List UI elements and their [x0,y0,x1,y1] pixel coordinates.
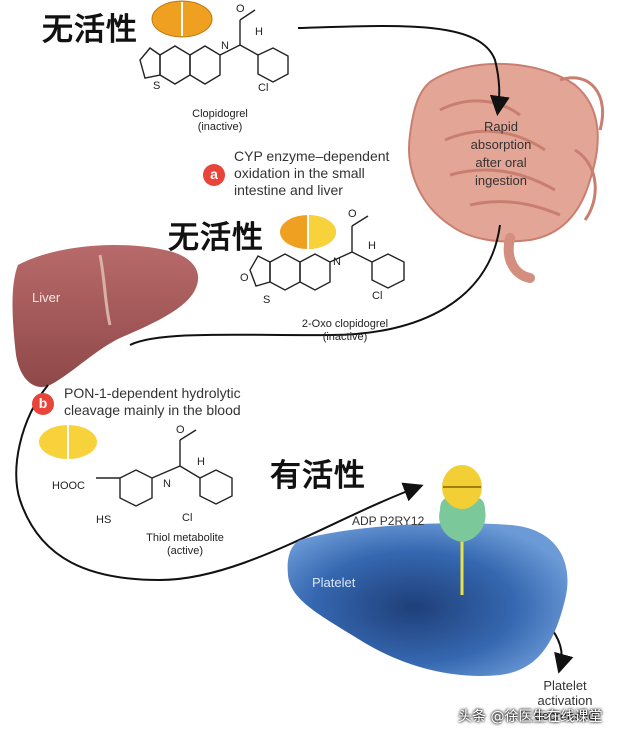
atom-hs: HS [96,514,112,526]
step-b-text: PON-1-dependent hydrolytic cleavage main… [64,385,304,419]
p2ry12-receptor [439,465,486,595]
atom-o-2: O [240,272,249,284]
compound-oxo: 2-Oxo clopidogrel (inactive) [285,318,405,344]
step-b-badge: b [32,393,54,415]
atom-n-1: N [221,40,229,52]
structure-oxo [249,215,405,291]
step-a-badge: a [203,164,225,186]
intestine-label: Rapid absorption after oral ingestion [456,118,546,190]
liver-graphic [12,245,199,387]
structure-thiol [96,429,233,507]
intestine-graphic [408,62,605,283]
watermark: 头条 @徐医生在线课堂 [458,709,603,725]
step-b-line2: cleavage mainly in the blood [64,402,241,418]
atom-cl-3: Cl [182,512,193,524]
intestine-line1: Rapid [484,119,518,134]
atom-h-2: H [368,240,376,252]
step-b-line1: PON-1-dependent hydrolytic [64,385,241,401]
inactive-label-2: 无活性 [168,220,264,256]
intestine-line3: after oral [475,155,527,170]
atom-o-1: O [236,3,245,15]
atom-h-3: H [197,456,205,468]
compound-clopidogrel-state: (inactive) [197,121,243,133]
step-a-line1: CYP enzyme–dependent [234,148,390,164]
liver-label: Liver [32,290,61,305]
atom-h-1: H [255,26,263,38]
inactive-label-1: 无活性 [42,12,138,48]
compound-oxo-name: 2-Oxo clopidogrel [301,318,389,330]
pill-oxo [280,215,336,249]
pill-thiol [39,425,97,459]
compound-thiol: Thiol metabolite (active) [130,532,240,558]
compound-thiol-state: (active) [166,545,204,557]
step-a-text: CYP enzyme–dependent oxidation in the sm… [234,148,424,199]
atom-cl-2: Cl [372,290,383,302]
compound-clopidogrel-name: Clopidogrel [192,108,248,120]
structure-clopidogrel [139,9,289,85]
outcome-label: Platelet activation decreased [520,678,610,723]
atom-cl-1: Cl [258,82,269,94]
step-a-line3: intestine and liver [234,182,343,198]
platelet-graphic [287,523,568,676]
atom-hooc: HOOC [52,480,85,492]
pill-clopidogrel [151,0,213,38]
atom-o-3: O [348,208,357,220]
step-a-line2: oxidation in the small [234,165,365,181]
outcome-line3: decreased [534,708,596,723]
compound-oxo-state: (inactive) [322,331,368,343]
intestine-line4: ingestion [474,173,528,188]
receptor-label: ADP P2RY12 [352,514,425,528]
atom-n-3: N [163,478,171,490]
compound-thiol-name: Thiol metabolite [146,532,224,544]
atom-o-4: O [176,424,185,436]
outcome-line1: Platelet [543,678,587,693]
platelet-label: Platelet [312,575,356,590]
active-label: 有活性 [270,458,366,494]
atom-s-1: S [153,80,161,92]
intestine-line2: absorption [470,137,532,152]
atom-s-2: S [263,294,271,306]
compound-clopidogrel: Clopidogrel (inactive) [170,108,270,134]
atom-n-2: N [333,256,341,268]
outcome-line2: activation [537,693,593,708]
